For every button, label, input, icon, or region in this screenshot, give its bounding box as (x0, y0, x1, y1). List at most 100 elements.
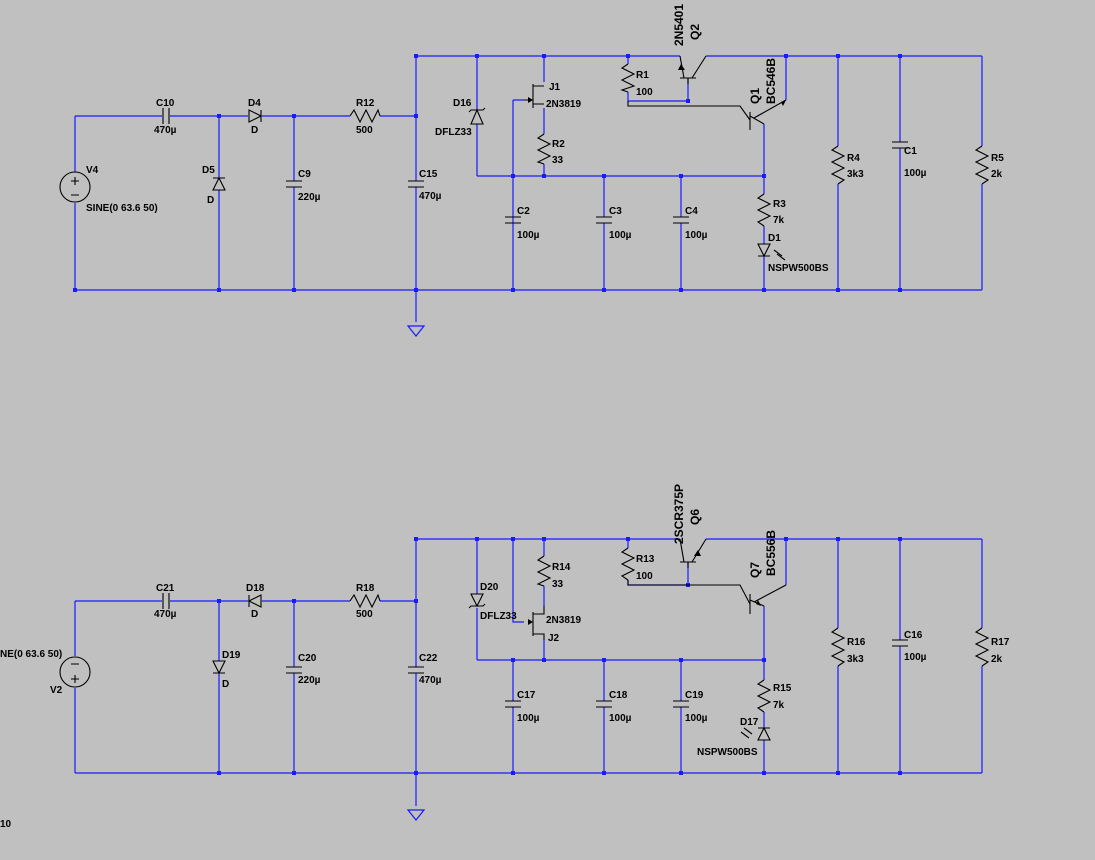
clipped-label-fragment: 10 (0, 819, 12, 830)
capacitor-c17[interactable]: C17 100µ (505, 690, 540, 724)
component-value: NSPW500BS (768, 263, 829, 274)
component-value: 2k (991, 654, 1003, 665)
resistor-r2[interactable]: R2 33 (536, 133, 565, 166)
diode-d4[interactable]: D4 D (248, 98, 263, 136)
component-name: C9 (298, 169, 311, 180)
resistor-r14[interactable]: R14 33 (536, 555, 571, 590)
resistor-r13[interactable]: R13 100 (620, 547, 655, 582)
component-value: 7k (773, 700, 785, 711)
component-value: 33 (552, 579, 564, 590)
component-value: BC546B (764, 58, 778, 104)
capacitor-c10[interactable]: C10 470µ (154, 98, 177, 136)
zener-diode-d20[interactable]: D20 DFLZ33 (468, 582, 517, 622)
diode-d18[interactable]: D18 D (246, 583, 265, 620)
component-value: 3k3 (847, 654, 864, 665)
component-name: C1 (904, 146, 917, 157)
capacitor-c18[interactable]: C18 100µ (596, 690, 632, 724)
led-d17[interactable]: D17 NSPW500BS (697, 717, 771, 758)
resistor-r3[interactable]: R3 7k (756, 193, 786, 227)
resistor-r12[interactable]: R12 500 (349, 98, 381, 136)
capacitor-c2[interactable]: C2 100µ (505, 206, 540, 241)
diode-d5[interactable]: D5 D (202, 165, 226, 206)
component-name: R1 (636, 70, 649, 81)
component-name: C15 (419, 169, 438, 180)
component-name: R4 (847, 153, 860, 164)
component-value: 100 (636, 87, 653, 98)
capacitor-c19[interactable]: C19 100µ (673, 690, 708, 724)
component-value: 7k (773, 215, 785, 226)
component-value: DFLZ33 (435, 127, 472, 138)
component-name: C20 (298, 653, 317, 664)
capacitor-c21[interactable]: C21 470µ (154, 583, 177, 620)
diode-d19[interactable]: D19 D (212, 650, 241, 690)
component-name: J2 (548, 633, 560, 644)
component-value: 470µ (419, 675, 442, 686)
component-value: DFLZ33 (480, 611, 517, 622)
component-value: 3k3 (847, 169, 864, 180)
ground-symbol (406, 325, 426, 337)
capacitor-c22[interactable]: C22 470µ (408, 653, 442, 686)
resistor-r1[interactable]: R1 100 (620, 63, 653, 98)
jfet-j1[interactable]: J1 2N3819 (524, 82, 581, 110)
resistor-r17[interactable]: R17 2k (974, 627, 1010, 667)
component-name: Q1 (748, 88, 762, 104)
component-name: R5 (991, 153, 1004, 164)
top-circuit: V4 SINE(0 63.6 50) C10 470µ D4 D D5 D C9… (59, 4, 1004, 337)
component-name: Q6 (688, 509, 702, 525)
component-name: D20 (480, 582, 499, 593)
component-name: R14 (552, 562, 571, 573)
component-name: R13 (636, 554, 655, 565)
capacitor-c1[interactable]: C1 100µ (892, 141, 927, 179)
capacitor-c9[interactable]: C9 220µ (286, 169, 321, 203)
component-value: 500 (356, 125, 373, 136)
component-value: BC556B (764, 530, 778, 576)
led-d1[interactable]: D1 NSPW500BS (757, 233, 829, 274)
transistor-q6[interactable]: 2SCR375P Q6 (672, 484, 707, 568)
component-value: 2N3819 (546, 99, 581, 110)
component-name: D4 (248, 98, 261, 109)
component-value: D (207, 195, 214, 206)
jfet-j2[interactable]: 2N3819 J2 (528, 606, 581, 644)
zener-diode-d16[interactable]: D16 DFLZ33 (435, 98, 486, 138)
component-name: D1 (768, 233, 781, 244)
component-value: 470µ (154, 609, 177, 620)
component-name: C17 (517, 690, 536, 701)
component-name: R3 (773, 199, 786, 210)
resistor-r18[interactable]: R18 500 (349, 583, 381, 620)
component-name: D5 (202, 165, 215, 176)
component-name: R18 (356, 583, 375, 594)
capacitor-c20[interactable]: C20 220µ (286, 653, 321, 686)
component-name: J1 (549, 82, 561, 93)
transistor-q2[interactable]: 2N5401 Q2 (672, 4, 707, 84)
component-name: Q7 (748, 562, 762, 578)
component-name: C19 (685, 690, 704, 701)
transistor-q1[interactable]: Q1 BC546B (627, 58, 787, 130)
component-value: 220µ (298, 675, 321, 686)
resistor-r16[interactable]: R16 3k3 (830, 627, 866, 667)
component-value: 100µ (517, 713, 540, 724)
capacitor-c3[interactable]: C3 100µ (596, 206, 632, 241)
capacitor-c16[interactable]: C16 100µ (892, 630, 927, 663)
resistor-r5[interactable]: R5 2k (974, 145, 1004, 185)
voltage-source-v2[interactable]: V2 NE(0 63.6 50) (0, 649, 91, 696)
component-value: 100µ (904, 168, 927, 179)
component-name: R15 (773, 683, 792, 694)
capacitor-c15[interactable]: C15 470µ (408, 169, 442, 202)
component-value: 2k (991, 169, 1003, 180)
capacitor-c4[interactable]: C4 100µ (673, 206, 708, 241)
component-value: NE(0 63.6 50) (0, 649, 62, 660)
component-value: 220µ (298, 192, 321, 203)
component-name: R17 (991, 637, 1010, 648)
transistor-q7[interactable]: Q7 BC556B (627, 530, 787, 614)
resistor-r15[interactable]: R15 7k (756, 679, 792, 713)
component-value: D (251, 125, 258, 136)
resistor-r4[interactable]: R4 3k3 (830, 145, 864, 185)
component-value: 470µ (419, 191, 442, 202)
component-value: 100µ (904, 652, 927, 663)
component-name: Q2 (688, 24, 702, 40)
component-value: 100µ (517, 230, 540, 241)
component-value: 2N5401 (672, 4, 686, 46)
component-value: 100µ (685, 713, 708, 724)
voltage-source-v4[interactable]: V4 SINE(0 63.6 50) (59, 165, 158, 214)
